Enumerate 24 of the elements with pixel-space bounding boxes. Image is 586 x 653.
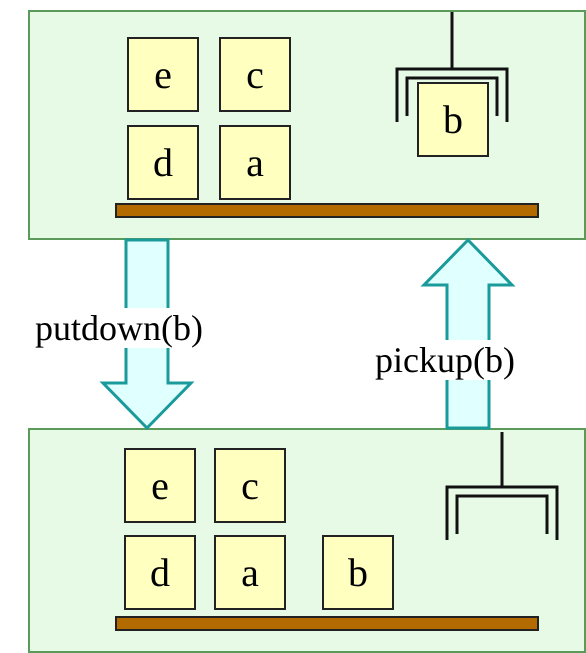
block-letter: a <box>246 139 264 186</box>
block-letter: a <box>241 549 259 596</box>
block-box <box>214 448 286 523</box>
block-box <box>124 448 196 523</box>
block-letter: b <box>348 549 368 596</box>
block-letter: e <box>151 462 169 509</box>
block-letter: d <box>153 139 173 186</box>
block-box <box>417 82 489 157</box>
block-letter: e <box>154 51 172 98</box>
block-box <box>322 535 394 610</box>
block-box <box>219 37 291 112</box>
edge-label: pickup(b) <box>375 340 515 380</box>
block-letter: c <box>241 462 259 509</box>
block-box <box>127 125 199 200</box>
block-letter: d <box>150 549 170 596</box>
block-box <box>214 535 286 610</box>
block-letter: b <box>443 96 463 143</box>
edge-label: putdown(b) <box>35 308 203 348</box>
block-box <box>127 37 199 112</box>
state-panel <box>28 428 586 653</box>
state-panel <box>28 10 586 240</box>
block-box <box>219 125 291 200</box>
block-letter: c <box>246 51 264 98</box>
block-box <box>124 535 196 610</box>
